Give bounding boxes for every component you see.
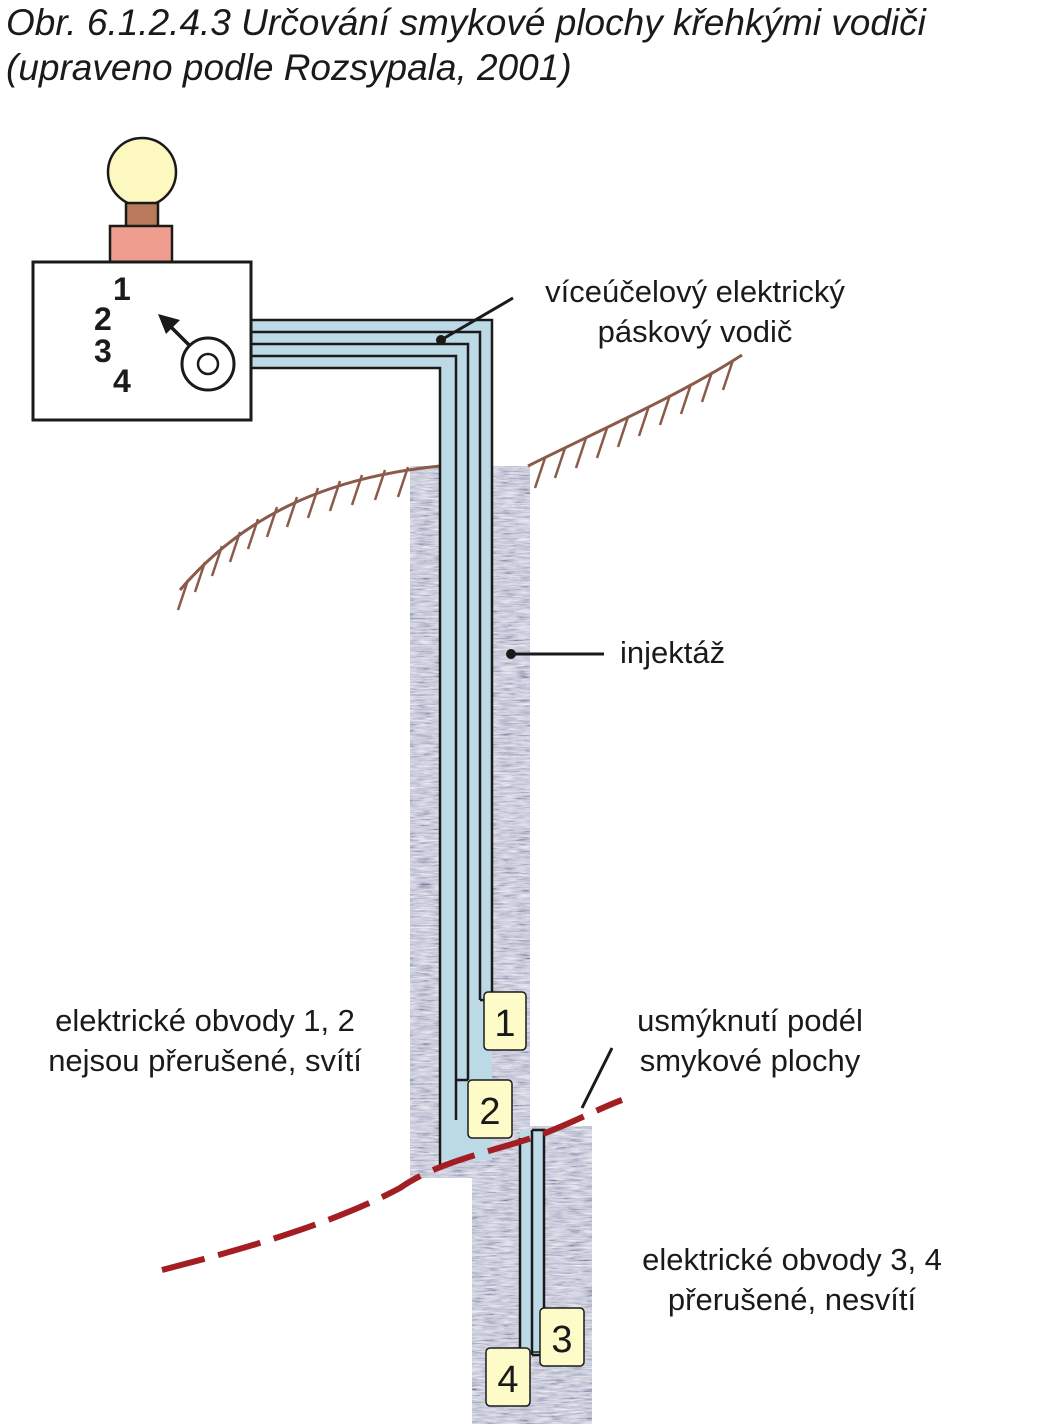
leader-grout [506, 649, 604, 659]
label-conductor-line-2: páskový vodič [598, 314, 793, 349]
label-conductor-line-1: víceúčelový elektrický [545, 274, 845, 309]
label-circuits-12-line-2: nejsou přerušené, svítí [48, 1043, 362, 1078]
conductor-ribbon-shifted [518, 1128, 546, 1400]
leader-conductor [436, 296, 514, 345]
tag-circuit-4: 4 [485, 1347, 531, 1407]
dial-position-1: 1 [113, 271, 131, 307]
figure-caption: Obr. 6.1.2.4.3 Určování smykové plochy k… [6, 0, 926, 90]
tag-circuit-1: 1 [483, 991, 527, 1051]
label-circuits-12-line-1: elektrické obvody 1, 2 [55, 1003, 355, 1038]
svg-text:1: 1 [494, 1003, 515, 1045]
label-circuits-34-line-1: elektrické obvody 3, 4 [642, 1242, 942, 1277]
ground-surface [176, 353, 743, 611]
label-circuits-34-line-2: přerušené, nesvítí [668, 1282, 917, 1317]
label-shear-line-2: smykové plochy [640, 1043, 861, 1078]
caption-line-2: (upraveno podle Rozsypala, 2001) [6, 47, 572, 88]
dial-position-3: 3 [94, 333, 112, 369]
shear-plane [161, 1097, 624, 1273]
dial-position-4: 4 [113, 363, 131, 399]
caption-line-1: Obr. 6.1.2.4.3 Určování smykové plochy k… [6, 2, 926, 43]
tag-circuit-2: 2 [467, 1079, 513, 1139]
bulb [106, 136, 178, 264]
label-shear-line-1: usmýknutí podél [637, 1003, 863, 1038]
selector-knob[interactable] [158, 314, 236, 392]
svg-text:2: 2 [479, 1091, 500, 1133]
tag-circuit-3: 3 [539, 1307, 585, 1367]
dial-position-2: 2 [94, 301, 112, 337]
conductor-ribbon [252, 318, 494, 1165]
svg-text:4: 4 [497, 1359, 518, 1401]
label-grout: injektáž [620, 635, 725, 670]
svg-text:3: 3 [551, 1319, 572, 1361]
leader-shear [580, 1047, 614, 1109]
